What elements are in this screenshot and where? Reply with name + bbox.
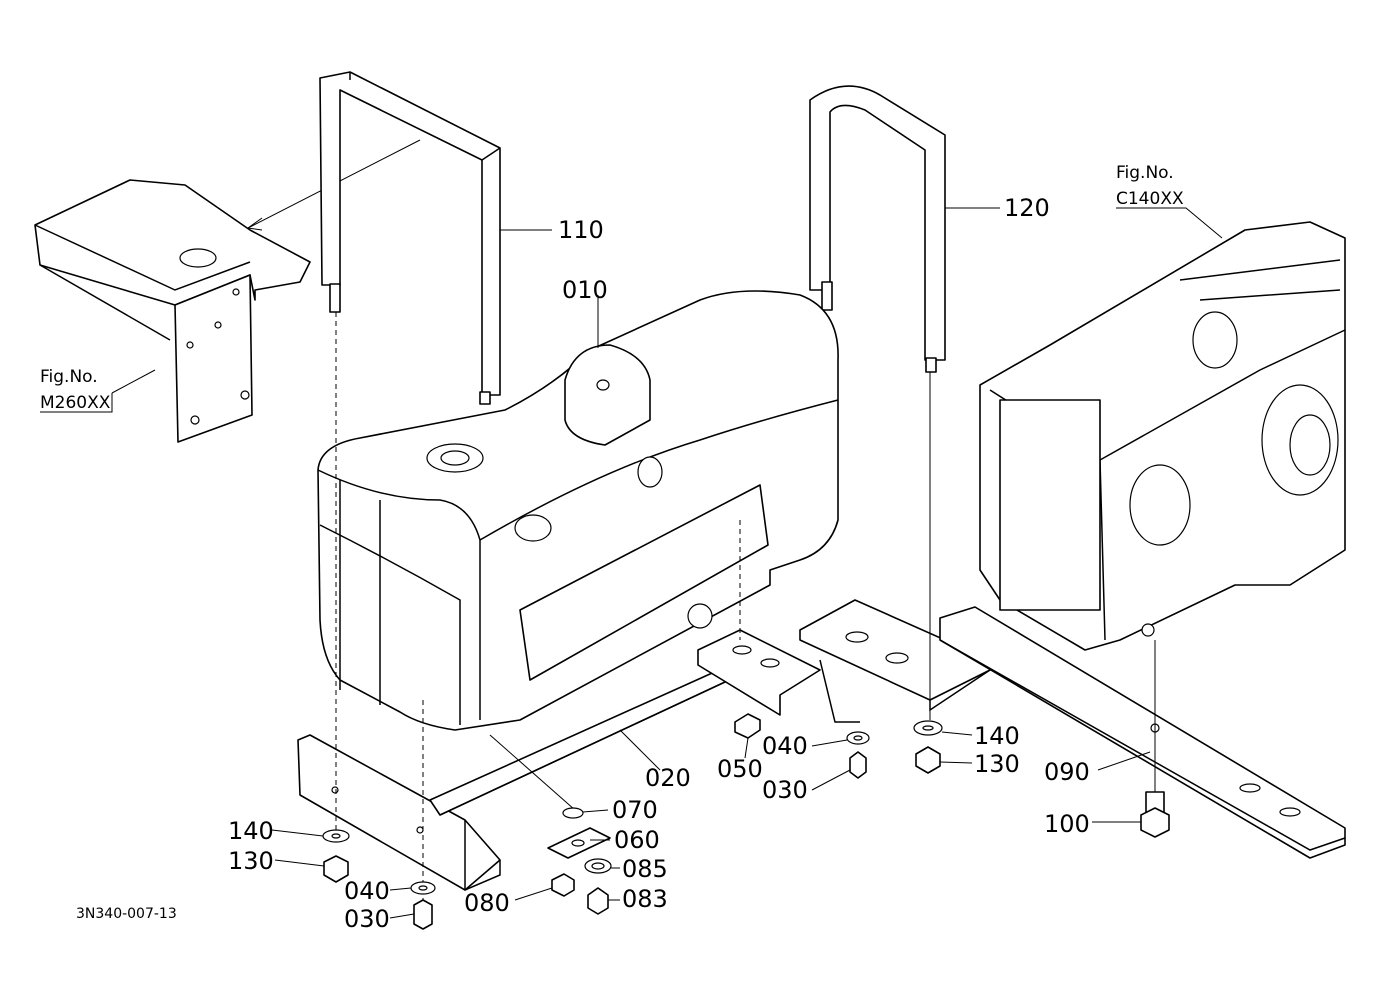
callout-085: 085	[622, 855, 668, 883]
ref-m260-line1: Fig.No.	[40, 367, 98, 387]
center-brackets-drawing	[697, 599, 991, 723]
callout-060: 060	[614, 826, 660, 854]
callout-040-bottom: 040	[344, 877, 390, 905]
drawing-id: 3N340-007-13	[76, 906, 177, 922]
ref-m260-line2: M260XX	[40, 393, 111, 413]
callout-140-right: 140	[974, 722, 1020, 750]
callout-050: 050	[717, 755, 763, 783]
ref-c140-line1: Fig.No.	[1116, 163, 1174, 183]
callout-130-right: 130	[974, 750, 1020, 778]
bracket-m260-drawing	[34, 139, 421, 443]
callout-083: 083	[622, 885, 668, 913]
callout-030-right: 030	[762, 776, 808, 804]
hardware-drawing	[271, 713, 1170, 930]
callout-010: 010	[562, 276, 608, 304]
callout-020: 020	[645, 764, 691, 792]
transmission-case-drawing	[979, 221, 1346, 651]
assembly-line-drain	[489, 734, 576, 811]
callout-090: 090	[1044, 758, 1090, 786]
callout-120: 120	[1004, 194, 1050, 222]
callout-130-left: 130	[228, 847, 274, 875]
callout-080: 080	[464, 889, 510, 917]
callout-140-left: 140	[228, 817, 274, 845]
callout-100: 100	[1044, 810, 1090, 838]
fuel-tank-010-drawing	[317, 290, 839, 731]
callout-030-bottom: 030	[344, 905, 390, 933]
strap-120-drawing	[809, 85, 1000, 373]
callout-110: 110	[558, 216, 604, 244]
callout-040-right: 040	[762, 732, 808, 760]
callout-070: 070	[612, 796, 658, 824]
rail-090-drawing	[939, 606, 1346, 859]
strap-110-drawing	[319, 71, 552, 405]
ref-c140-line2: C140XX	[1116, 189, 1184, 209]
